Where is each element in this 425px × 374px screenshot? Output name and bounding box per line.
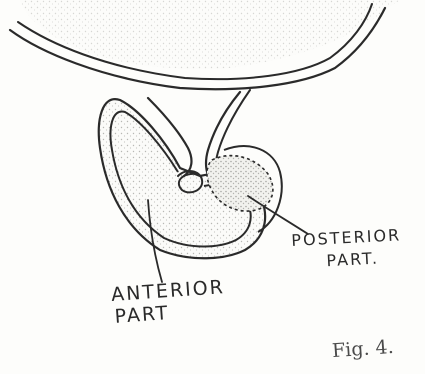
brain-floor-shading [20,0,400,69]
posterior-part-label: POSTERIOR PART. [291,224,403,274]
posterior-label-line-2: PART. [326,246,403,272]
posterior-label-line-1: POSTERIOR [291,225,402,250]
figure-caption: Fig. 4. [331,336,394,362]
anterior-part-label: ANTERIOR PART [110,276,227,328]
